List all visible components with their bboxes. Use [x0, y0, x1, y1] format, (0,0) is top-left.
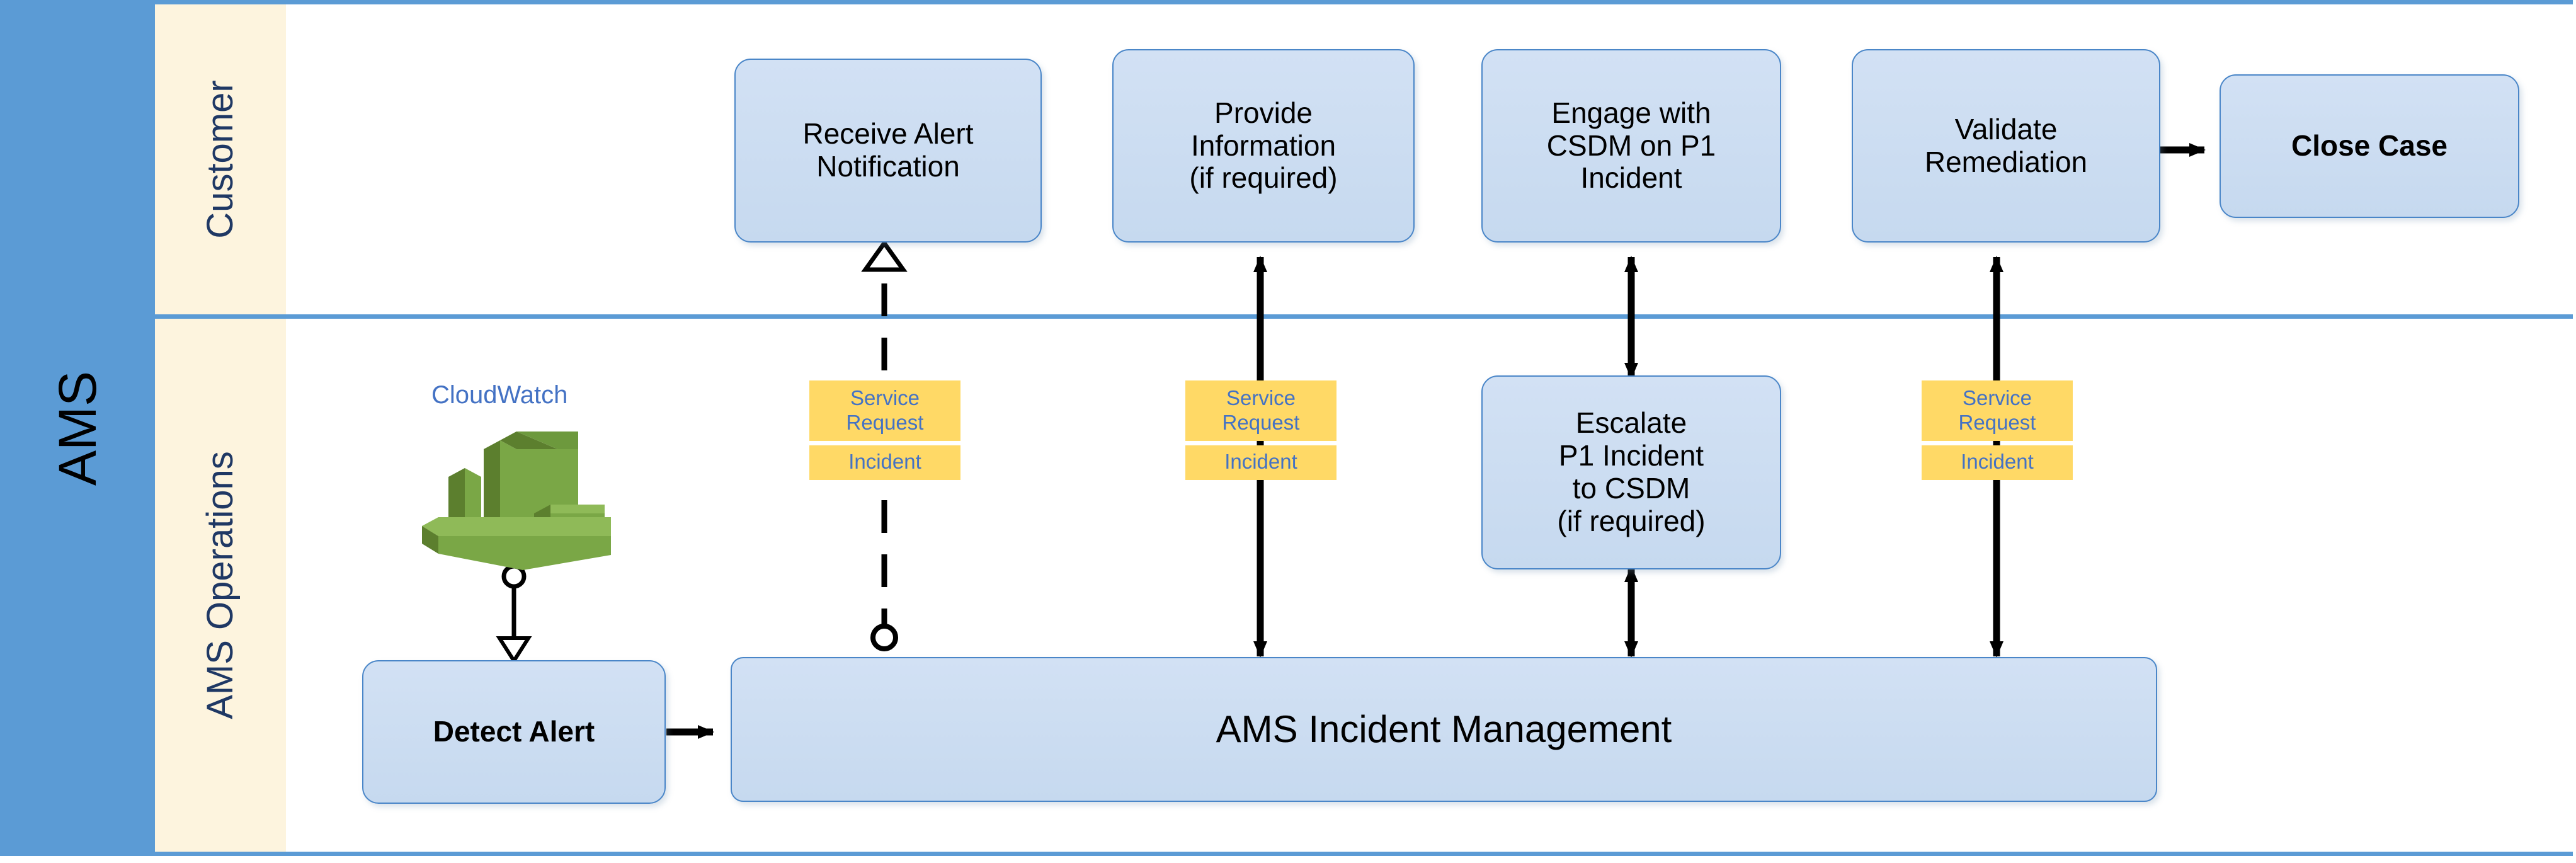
badge-group-2: Service Request Incident	[1185, 380, 1336, 480]
cloudwatch-icon	[416, 419, 617, 570]
badge-gap-1	[809, 441, 960, 445]
badge-gap-2	[1185, 441, 1336, 445]
lane-divider-line	[0, 314, 2573, 319]
node-receive-alert-notification[interactable]: Receive Alert Notification	[734, 59, 1042, 243]
pool-label-ams: AMS	[48, 370, 107, 486]
node-label-provide-information: Provide Information (if required)	[1189, 96, 1338, 195]
frame-bottom-line	[0, 852, 2573, 856]
badge-group-1: Service Request Incident	[809, 380, 960, 480]
node-engage-with-csdm[interactable]: Engage with CSDM on P1 Incident	[1481, 49, 1781, 243]
badge-service-request-1: Service Request	[809, 380, 960, 441]
frame-top-line	[0, 0, 2573, 4]
node-label-escalate-p1: Escalate P1 Incident to CSDM (if require…	[1557, 406, 1706, 537]
badge-service-request-3: Service Request	[1922, 380, 2073, 441]
node-label-close-case: Close Case	[2291, 129, 2448, 163]
node-detect-alert[interactable]: Detect Alert	[362, 660, 666, 804]
node-label-incident-management: AMS Incident Management	[1216, 708, 1672, 751]
lane-header-ams-operations: AMS Operations	[155, 319, 286, 852]
node-validate-remediation[interactable]: Validate Remediation	[1852, 49, 2160, 243]
badge-group-3: Service Request Incident	[1922, 380, 2073, 480]
badge-incident-2: Incident	[1185, 445, 1336, 480]
node-close-case[interactable]: Close Case	[2220, 74, 2519, 218]
node-ams-incident-management[interactable]: AMS Incident Management	[731, 657, 2157, 802]
node-escalate-p1-incident[interactable]: Escalate P1 Incident to CSDM (if require…	[1481, 375, 1781, 569]
pool-band-ams: AMS	[0, 4, 155, 852]
node-label-validate-remediation: Validate Remediation	[1924, 112, 2088, 178]
node-label-engage-csdm: Engage with CSDM on P1 Incident	[1546, 96, 1716, 195]
node-provide-information[interactable]: Provide Information (if required)	[1112, 49, 1415, 243]
badge-incident-1: Incident	[809, 445, 960, 480]
node-label-detect-alert: Detect Alert	[433, 715, 595, 748]
connector-cloudwatch-to-detect-alert	[496, 564, 532, 665]
lane-label-customer: Customer	[200, 80, 241, 239]
badge-incident-3: Incident	[1922, 445, 2073, 480]
cloudwatch-label: CloudWatch	[431, 381, 568, 409]
lane-header-customer: Customer	[155, 4, 286, 314]
badge-service-request-2: Service Request	[1185, 380, 1336, 441]
lane-label-ams-operations: AMS Operations	[200, 451, 241, 719]
node-label-receive-alert: Receive Alert Notification	[802, 117, 974, 183]
badge-gap-3	[1922, 441, 2073, 445]
